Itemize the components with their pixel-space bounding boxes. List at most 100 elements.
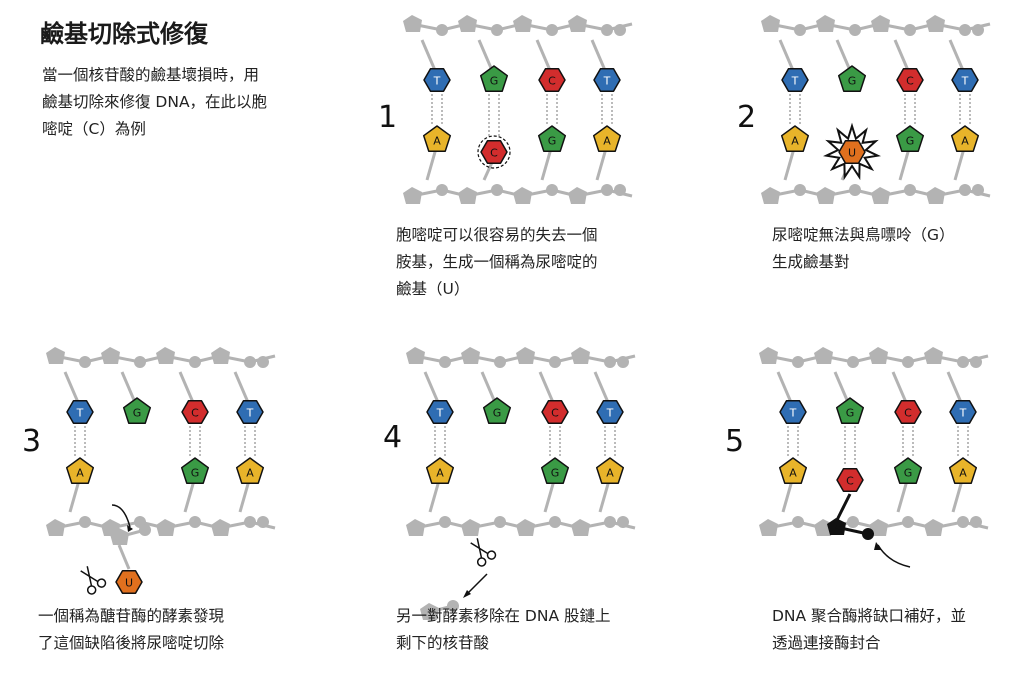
intro-line-1: 當一個核苷酸的鹼基壞損時，用 (42, 66, 260, 84)
base-a-shape (65, 457, 95, 485)
base-a-label: A (76, 467, 84, 480)
step-2-caption-line-2: 生成鹼基對 (772, 253, 850, 271)
phosphate-circle (959, 184, 971, 196)
step-2-caption-line-1: 尿嘧啶無法與鳥嘌呤（G） (772, 226, 955, 244)
phosphate-circle (601, 24, 613, 36)
arrow-head-icon (874, 542, 882, 550)
phosphate-circle (134, 356, 146, 368)
scissors-handle (486, 550, 497, 560)
phosphate-circle (972, 24, 984, 36)
phosphate-circle (957, 516, 969, 528)
sugar-shape (458, 187, 477, 204)
step-5-caption-line-1: DNA 聚合酶將缺口補好，並 (772, 607, 967, 625)
stem-line (117, 544, 131, 570)
base-g-label: G (906, 135, 915, 148)
phosphate-circle (491, 184, 503, 196)
phosphate-circle (79, 356, 91, 368)
phosphate-circle (847, 356, 859, 368)
base-c-shape (538, 67, 566, 93)
base-a-shape (592, 125, 622, 153)
base-g-shape (537, 125, 567, 153)
base-t-label: T (959, 407, 967, 420)
base-g-shape (482, 397, 512, 425)
sugar-shape (211, 519, 230, 536)
base-a-label: A (789, 467, 797, 480)
base-a-shape (425, 457, 455, 485)
sugar-shape (926, 15, 945, 32)
step-1-number: 1 (378, 100, 398, 135)
phosphate-circle (244, 356, 256, 368)
base-c-shape (480, 139, 508, 165)
sugar-shape (869, 519, 888, 536)
sugar-shape (924, 519, 943, 536)
arrow-icon (877, 544, 911, 568)
base-g-shape (479, 65, 509, 93)
phosphate-circle (904, 184, 916, 196)
base-c-label: C (551, 407, 559, 420)
backbone-line (428, 604, 454, 614)
page-title: 鹼基切除式修復 (40, 20, 208, 48)
base-t-label: T (433, 75, 441, 88)
phosphate-circle (849, 184, 861, 196)
sugar-shape (101, 347, 120, 364)
base-g-label: G (548, 135, 557, 148)
base-a-label: A (246, 467, 254, 480)
sugar-shape (926, 187, 945, 204)
scissors-handle (86, 585, 97, 595)
base-a-shape (595, 457, 625, 485)
step-3-caption-line-1: 一個稱為醣苷酶的酵素發現 (38, 607, 225, 625)
step-4-number: 4 (383, 420, 403, 455)
phosphate-circle (792, 516, 804, 528)
step-4-caption-line-1: 另一對酵素移除在 DNA 股鏈上 (396, 607, 611, 625)
base-a-shape (950, 125, 980, 153)
base-u-label: U (848, 147, 856, 160)
sugar-shape (403, 15, 422, 32)
base-t-shape (423, 67, 451, 93)
sugar-shape (46, 519, 65, 536)
base-c-label: C (490, 147, 498, 160)
phosphate-circle (546, 24, 558, 36)
phosphate-circle (604, 516, 616, 528)
scissors-icon (80, 566, 107, 595)
base-g-label: G (133, 407, 142, 420)
sugar-shape (568, 15, 587, 32)
phosphate-circle (439, 516, 451, 528)
sugar-shape (516, 347, 535, 364)
step-3-caption-line-2: 了這個缺陷後將尿嘧啶切除 (38, 634, 225, 652)
base-t-shape (951, 67, 979, 93)
sugar-shape (871, 15, 890, 32)
base-c-label: C (906, 75, 914, 88)
phosphate-circle (604, 356, 616, 368)
phosphate-circle (902, 356, 914, 368)
phosphate-circle (549, 356, 561, 368)
intro-line-3: 嘧啶（C）為例 (42, 120, 146, 138)
phosphate-circle (959, 24, 971, 36)
sugar-shape (513, 187, 532, 204)
sugar-shape (513, 15, 532, 32)
step-1-caption-line-3: 鹼基（U） (396, 280, 470, 298)
base-g-shape (180, 457, 210, 485)
phosphate-circle (494, 356, 506, 368)
base-a-label: A (606, 467, 614, 480)
phosphate-circle (617, 516, 629, 528)
sugar-shape (571, 519, 590, 536)
base-a-shape (780, 125, 810, 153)
arrow-head-icon (127, 525, 133, 532)
base-a-label: A (961, 135, 969, 148)
base-t-label: T (791, 75, 799, 88)
sugar-shape (869, 347, 888, 364)
base-c-label: C (191, 407, 199, 420)
phosphate-circle (902, 516, 914, 528)
step-1-caption-line-1: 胞嘧啶可以很容易的失去一個 (396, 226, 598, 244)
base-c-shape (541, 399, 569, 425)
sugar-shape (568, 187, 587, 204)
step-5-caption-line-2: 透過連接酶封合 (772, 634, 881, 652)
phosphate-circle (244, 516, 256, 528)
phosphate-circle (189, 516, 201, 528)
base-a-shape (235, 457, 265, 485)
base-t-label: T (789, 407, 797, 420)
sugar-shape (516, 519, 535, 536)
